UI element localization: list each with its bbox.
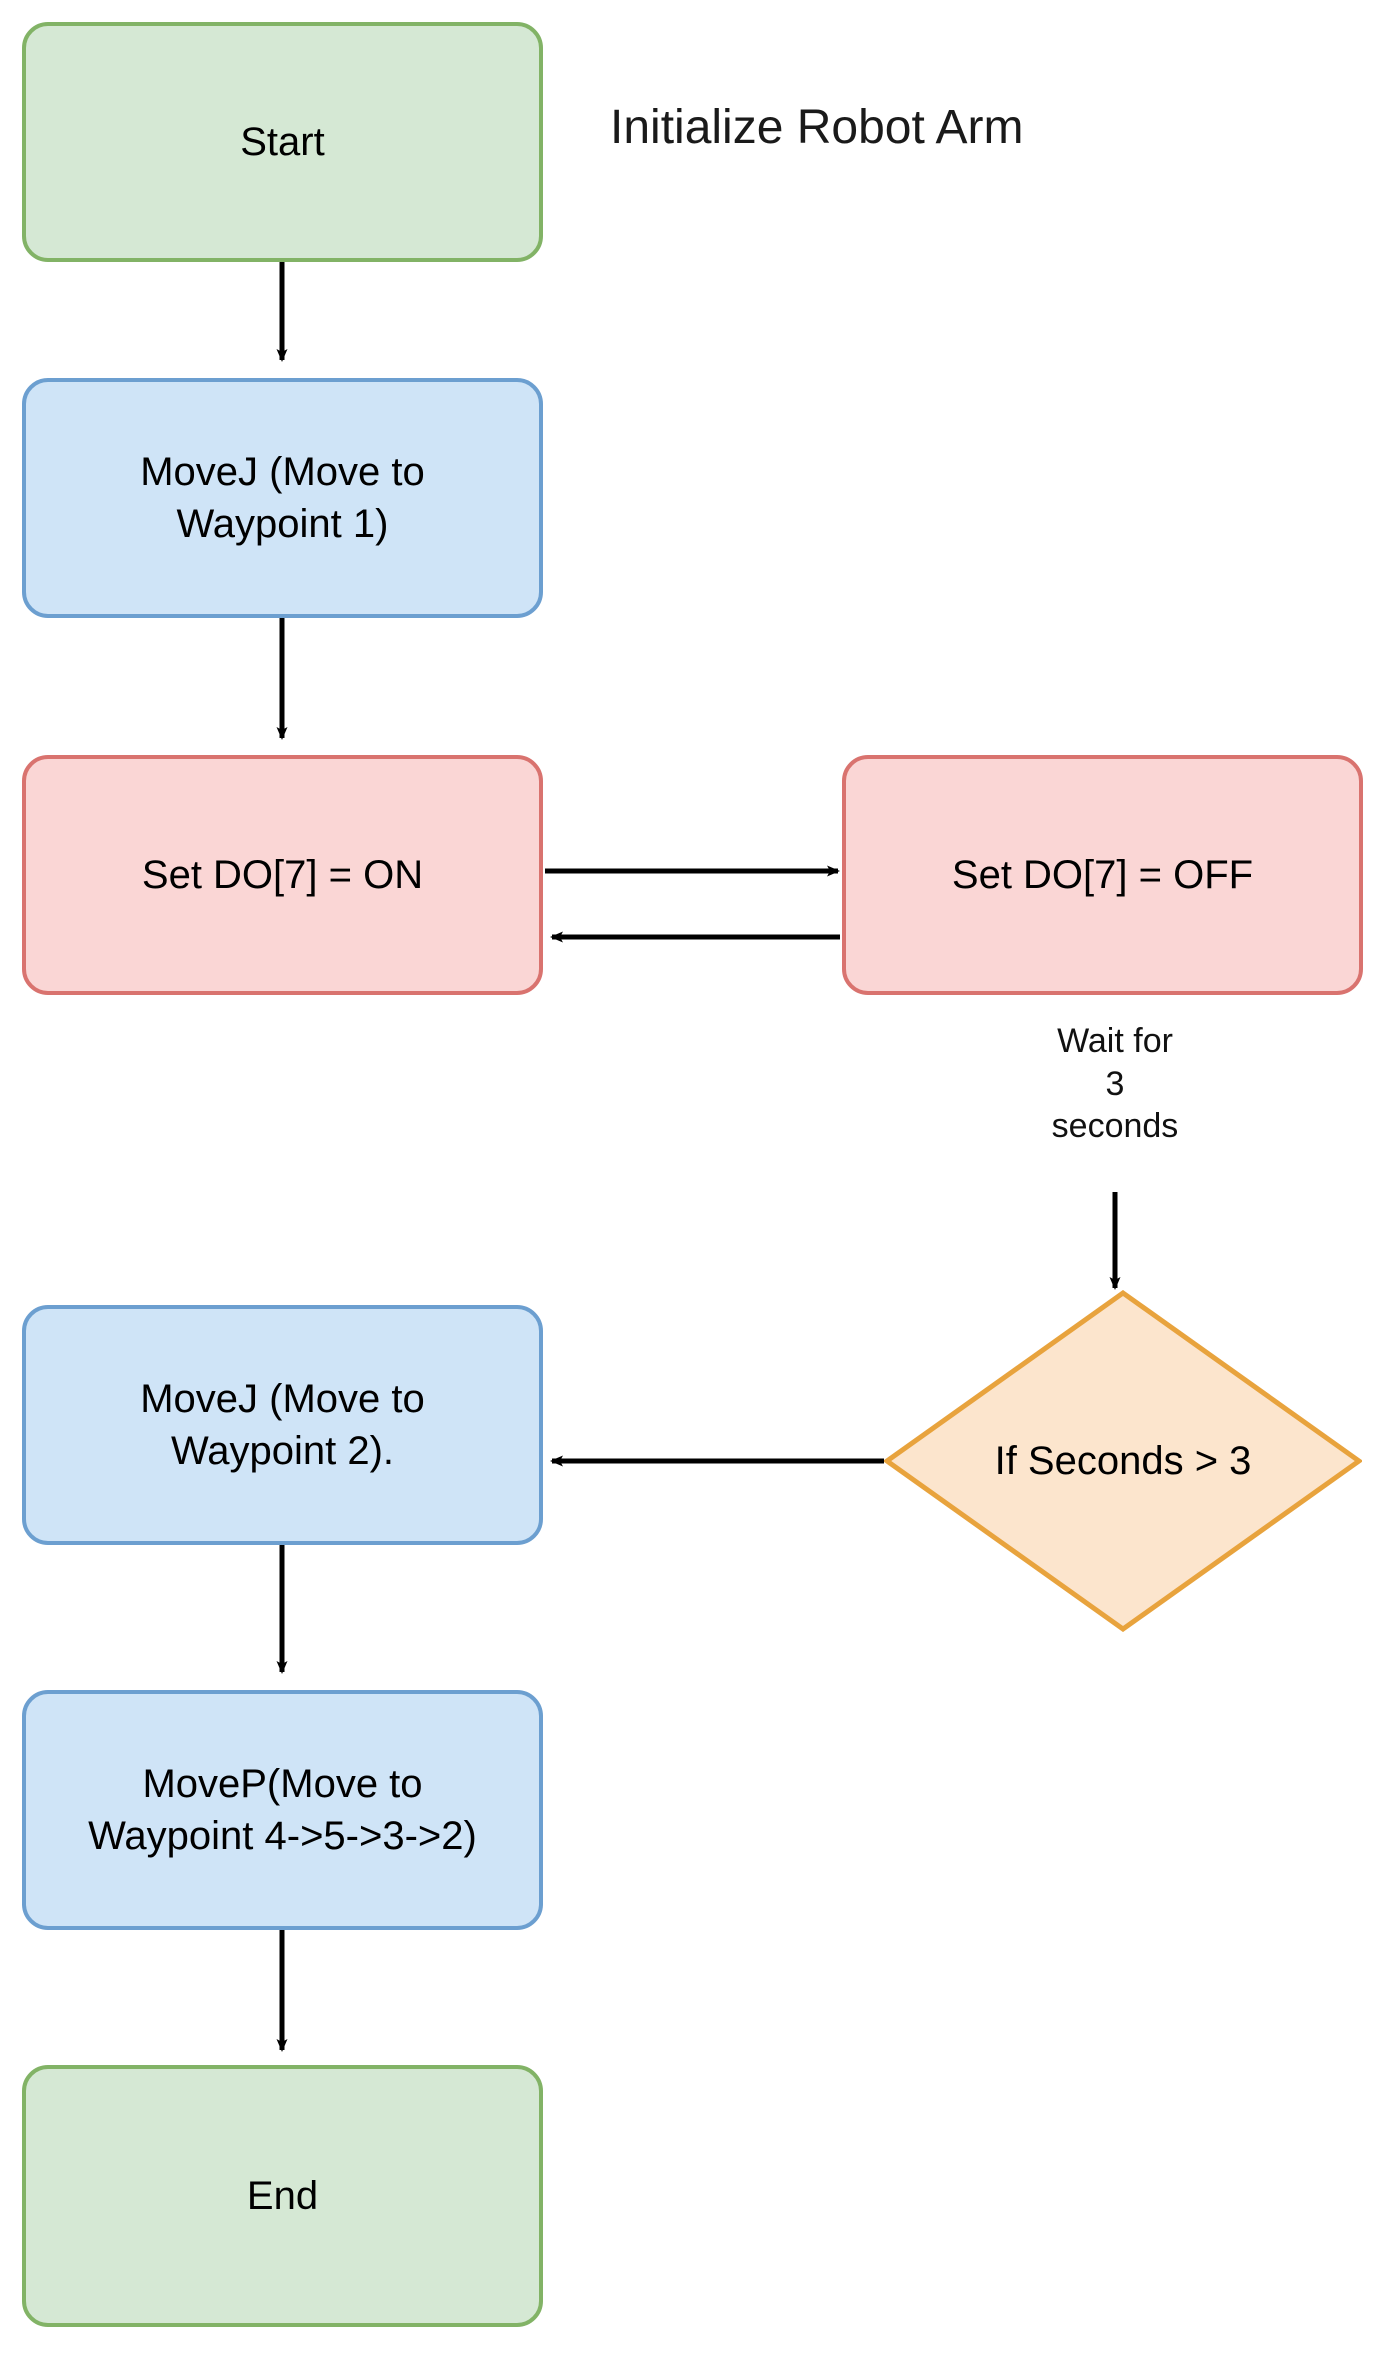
node-if-seconds-greater-than-3-label: If Seconds > 3 — [994, 1438, 1252, 1483]
decision-diamond-shape — [884, 1290, 1362, 1632]
node-movej-waypoint-2-label: MoveJ (Move to Waypoint 2). — [140, 1377, 425, 1473]
node-set-do7-off-label: Set DO[7] = OFF — [951, 853, 1254, 897]
node-set-do7-off[interactable]: Set DO[7] = OFF — [842, 755, 1363, 995]
node-start[interactable]: Start — [22, 22, 543, 262]
node-movep-waypoints-label: MoveP(Move to Waypoint 4->5->3->2) — [88, 1762, 477, 1858]
node-movej-waypoint-2[interactable]: MoveJ (Move to Waypoint 2). — [22, 1305, 543, 1545]
node-movep-waypoints[interactable]: MoveP(Move to Waypoint 4->5->3->2) — [22, 1690, 543, 1930]
node-set-do7-on[interactable]: Set DO[7] = ON — [22, 755, 543, 995]
diagram-title: Initialize Robot Arm — [610, 101, 1024, 154]
node-movej-waypoint-1[interactable]: MoveJ (Move to Waypoint 1) — [22, 378, 543, 618]
node-set-do7-on-label: Set DO[7] = ON — [141, 853, 424, 897]
edge-label-wait-for-3-seconds: Wait for 3 seconds — [1051, 1022, 1179, 1145]
node-end-label: End — [246, 2174, 319, 2218]
node-start-label: Start — [240, 120, 325, 164]
node-if-seconds-greater-than-3[interactable]: If Seconds > 3 — [884, 1290, 1362, 1632]
node-movej-waypoint-1-label: MoveJ (Move to Waypoint 1) — [140, 450, 425, 546]
node-end[interactable]: End — [22, 2065, 543, 2327]
